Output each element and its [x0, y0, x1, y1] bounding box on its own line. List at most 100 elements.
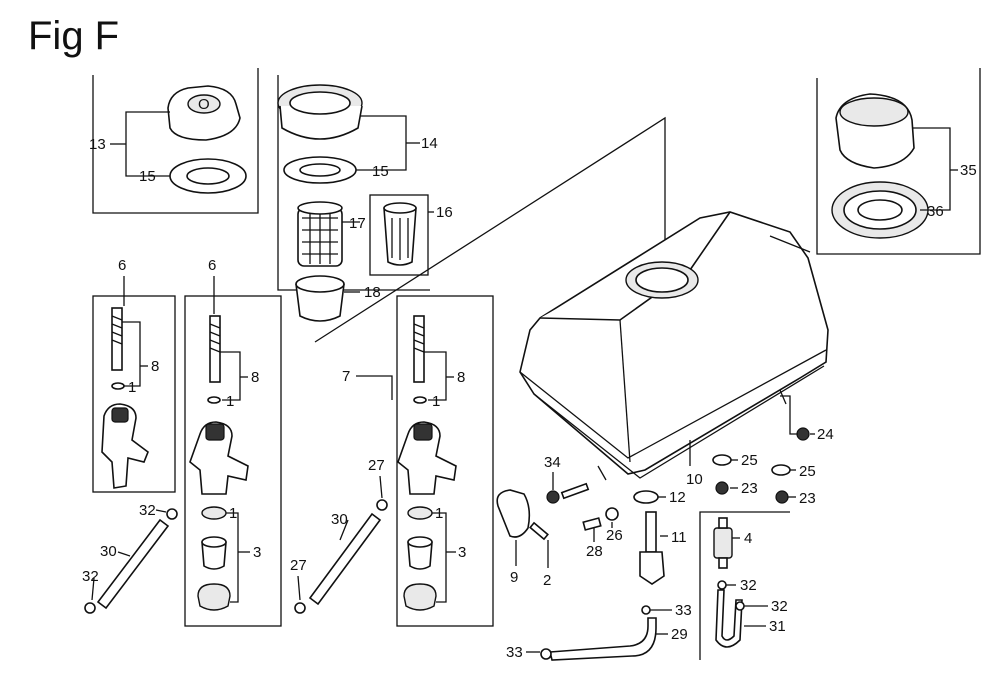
callout: 31 [769, 618, 786, 635]
callout: 6 [208, 257, 216, 274]
callout: 2 [543, 572, 551, 589]
leader-lines [91, 111, 958, 653]
valve-group-2-parts [189, 315, 249, 611]
frame-cap-14 [277, 75, 430, 291]
callout: 34 [544, 454, 561, 471]
frame-strainer-16 [369, 194, 429, 276]
screw-6b [209, 315, 221, 383]
clip-32d [735, 601, 745, 611]
callout: 14 [421, 135, 438, 152]
callout: 27 [368, 457, 385, 474]
callout: 4 [744, 530, 752, 547]
callout: 32 [771, 598, 788, 615]
callout: 25 [799, 463, 816, 480]
callout: 18 [364, 284, 381, 301]
gasket-15a [169, 158, 247, 194]
callout-labels: 13 15 14 15 16 17 18 35 36 6 8 1 6 8 1 1… [82, 135, 977, 661]
figure-title: Fig F [28, 14, 120, 58]
group-frames [92, 68, 981, 660]
callout: 10 [686, 471, 703, 488]
callout: 1 [226, 393, 234, 410]
screw-6a [111, 307, 123, 371]
callout: 17 [349, 215, 366, 232]
gasket-36 [831, 181, 929, 239]
callout: 3 [458, 544, 466, 561]
tube-30b [308, 512, 382, 606]
joint-11 [645, 511, 657, 553]
nut-34 [546, 490, 560, 504]
strainer-18 [295, 275, 345, 322]
frame-valve-1 [92, 295, 176, 493]
fuel-cap-14 [277, 84, 363, 140]
callout: 32 [139, 502, 156, 519]
callout: 33 [675, 602, 692, 619]
washer-25a [712, 454, 732, 466]
callout: 26 [606, 527, 623, 544]
callout: 30 [100, 543, 117, 560]
callout: 25 [741, 452, 758, 469]
strainer-16 [383, 202, 417, 266]
callout: 23 [741, 480, 758, 497]
frame-cap-35 [816, 68, 981, 255]
callout: 32 [82, 568, 99, 585]
callout: 6 [118, 257, 126, 274]
callout: 27 [290, 557, 307, 574]
washer-1b [201, 506, 227, 520]
callout: 9 [510, 569, 518, 586]
filter-4 [713, 527, 733, 559]
washer-12 [633, 490, 659, 504]
clip-27b [294, 602, 306, 614]
frame-filter-4 [699, 511, 790, 660]
callout: 32 [740, 577, 757, 594]
gasket-15b [283, 156, 357, 184]
nut-a [197, 583, 231, 611]
nut-b [403, 583, 437, 611]
callout: 1 [229, 505, 237, 522]
clip-33a [641, 605, 651, 615]
svg-text:O: O [198, 96, 210, 113]
fuel-valve-a [101, 403, 149, 489]
washer-26 [605, 507, 619, 521]
screw-2 [529, 521, 549, 541]
callout: 15 [139, 168, 156, 185]
callout: 12 [669, 489, 686, 506]
bolt-28 [582, 517, 602, 531]
cup-3a [201, 541, 227, 570]
callout: 30 [331, 511, 348, 528]
frame-cap-13 [92, 68, 259, 214]
callout: 24 [817, 426, 834, 443]
damper-24 [796, 427, 810, 441]
fuel-cap-35 [835, 93, 915, 169]
callout: 29 [671, 626, 688, 643]
callout: 3 [253, 544, 261, 561]
clip-27a [376, 499, 388, 511]
screw-7 [413, 315, 425, 383]
valve-group-3-parts [397, 315, 457, 611]
callout: 28 [586, 543, 603, 560]
nut-23b [775, 490, 789, 504]
callout: 1 [128, 379, 136, 396]
callout: 33 [506, 644, 523, 661]
valve-group-1-parts [101, 307, 149, 489]
callout: 11 [671, 529, 687, 546]
callout: 8 [151, 358, 159, 375]
callout: 36 [927, 203, 944, 220]
callout: 35 [960, 162, 977, 179]
callout: 7 [342, 368, 350, 385]
clip-32c [717, 580, 727, 590]
callout: 23 [799, 490, 816, 507]
fuel-tubes [84, 499, 743, 661]
tube-30a [96, 518, 170, 610]
cup-3b [407, 541, 433, 570]
tube-29 [548, 617, 657, 661]
callout: 1 [432, 393, 440, 410]
tube-31 [715, 589, 743, 648]
clip-33b [540, 648, 552, 660]
callout: 15 [372, 163, 389, 180]
strainer-17 [297, 201, 343, 267]
clip-32b [84, 602, 96, 614]
callout: 13 [89, 136, 106, 153]
fuel-cap-13: O [167, 85, 241, 141]
